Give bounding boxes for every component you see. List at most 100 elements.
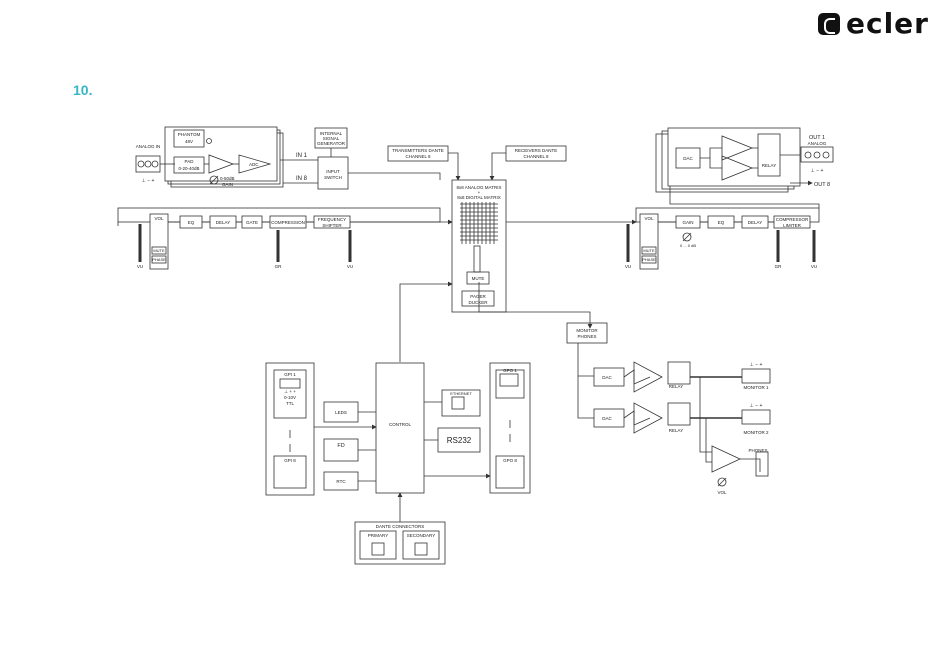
adc-label: ADC [249,162,259,167]
switch-line-2: SWITCH [324,175,342,180]
monitor2-amp1 [623,410,651,426]
gpi-pins-label: ⊥ + + [284,389,296,394]
analog-matrix-label: 8x8 ANALOG MATRIX [457,185,502,190]
monitor-split [577,343,594,419]
monitor-phones-box [566,322,608,344]
transmitters-box [387,145,449,162]
out-dac-label: DAC [683,156,693,161]
in-gr-label: GR [275,264,283,269]
input-card [164,126,278,182]
receivers-line-1: RECEIVERS DANTE [515,148,558,153]
in-shifter-line-1: FREQUENCY [318,217,346,222]
phones-jack-icon [755,451,769,477]
rtc-label: RTC [336,479,346,484]
dante-primary-label: PRIMARY [368,533,388,538]
ducker-line-1: PAGER [470,294,486,299]
out-vu-left-label: VU [625,264,631,269]
monitor1-relay-box [667,361,691,385]
phones-line [740,458,761,472]
dante-secondary-box [402,530,440,560]
out-pins-label: ⊥ − + [811,168,824,174]
out1-label: OUT 1 [809,135,825,141]
gpi-ttl-label: TTL [286,401,294,406]
monitor2-amp2 [633,402,663,434]
pin-2-icon [144,160,152,168]
ethernet-box [441,389,481,417]
dante-primary-port-icon [371,542,385,556]
ethernet-port-icon [451,396,465,410]
phantom-label: PHANTOM [178,132,201,137]
in-vol-label: VOL [154,216,164,221]
transmitters-line-2: CHANNEL 8 [405,154,431,159]
in-mute-label: MUTE [153,248,165,253]
gpo1-connector [499,373,519,387]
ducker-line-2: DUCKER [468,300,488,305]
gpi-panel [265,362,315,496]
output-mute-box [641,246,657,255]
monitor2-label: MONITOR 2 [744,430,769,435]
input-vol-box [149,213,169,270]
analog-in-connector [135,155,161,173]
ecler-logo: ecler [818,10,929,38]
gpo8-label: GPO 8 [503,458,517,463]
monitor1-pins-label: ⊥ − + [750,362,763,368]
switch-line-1: INPUT [326,169,340,174]
gpo-panel [489,362,531,494]
matrix-ducker-box [461,290,495,307]
output-connector [800,146,834,163]
in-eq-label: EQ [188,220,195,225]
phantom-v-label: 48V [185,139,193,144]
pad-label: PAD [185,159,195,164]
control-left-links [358,411,376,482]
input-mute-box [151,246,167,255]
gpi-range-label: 0-10V [284,395,296,400]
out-analog-label: ANALOG [808,141,827,146]
out8-label: OUT 8 [814,182,830,188]
output-vol-box [639,213,659,270]
dante-secondary-label: SECONDARY [407,533,435,538]
ethernet-label: ETHERNET [450,391,472,396]
in1-label: IN 1 [296,153,308,159]
digital-matrix-label: 8x8 DIGITAL MATRIX [457,195,500,200]
monitor2-pins-label: ⊥ − + [750,403,763,409]
transmitters-line-1: TRANSMITTERS DANTE [392,148,444,153]
ecler-logo-icon [818,13,840,35]
phones-label: PHONES [748,448,767,453]
matrix-mute-label: MUTE [472,276,485,281]
in8-label: IN 8 [296,176,308,182]
monitor1-relay-label: RELAY [669,384,683,389]
output-gain-knob-icon [682,232,692,242]
dante-primary-box [359,530,397,560]
monitor-phones-line-1: MONITOR [576,328,598,333]
in-vu-left-label: VU [137,264,143,269]
in-compression-label: COMPRESSION [271,220,305,225]
monitor1-amp1 [623,369,651,385]
out-gain-range-label: 0 ... 0 dB [680,243,696,248]
phones-amp [711,445,741,473]
matrix-grid [460,202,498,244]
pad-box [173,156,205,174]
monitor2-connector [741,409,771,425]
out-compressor-line-2: LIMITER [783,223,802,228]
pin-1-icon [137,160,145,168]
leds-label: LEDS [335,410,347,415]
fd-label: FD [337,443,344,449]
monitor-phones-line-2: PHONES [577,334,596,339]
out-vu-right-label: VU [811,264,817,269]
logo-text: ecler [846,7,929,40]
switch-to-matrix-line [348,172,441,180]
in-shifter-line-2: SHIFTER [322,223,342,228]
monitor1-connector [741,368,771,384]
in-phase-label: PHASE [152,257,166,262]
gen-line-3: GENERATOR [317,141,346,146]
phantom-box [173,129,205,148]
gpi8-label: GPI 8 [284,458,296,463]
gpi1-connector [279,378,301,389]
monitor2-relay-label: RELAY [669,428,683,433]
phones-vol-label: VOL [717,490,727,495]
section-number: 10. [73,82,93,98]
gpi8-box [273,455,307,489]
control-box [375,362,425,494]
matrix-mute-box [466,271,490,285]
